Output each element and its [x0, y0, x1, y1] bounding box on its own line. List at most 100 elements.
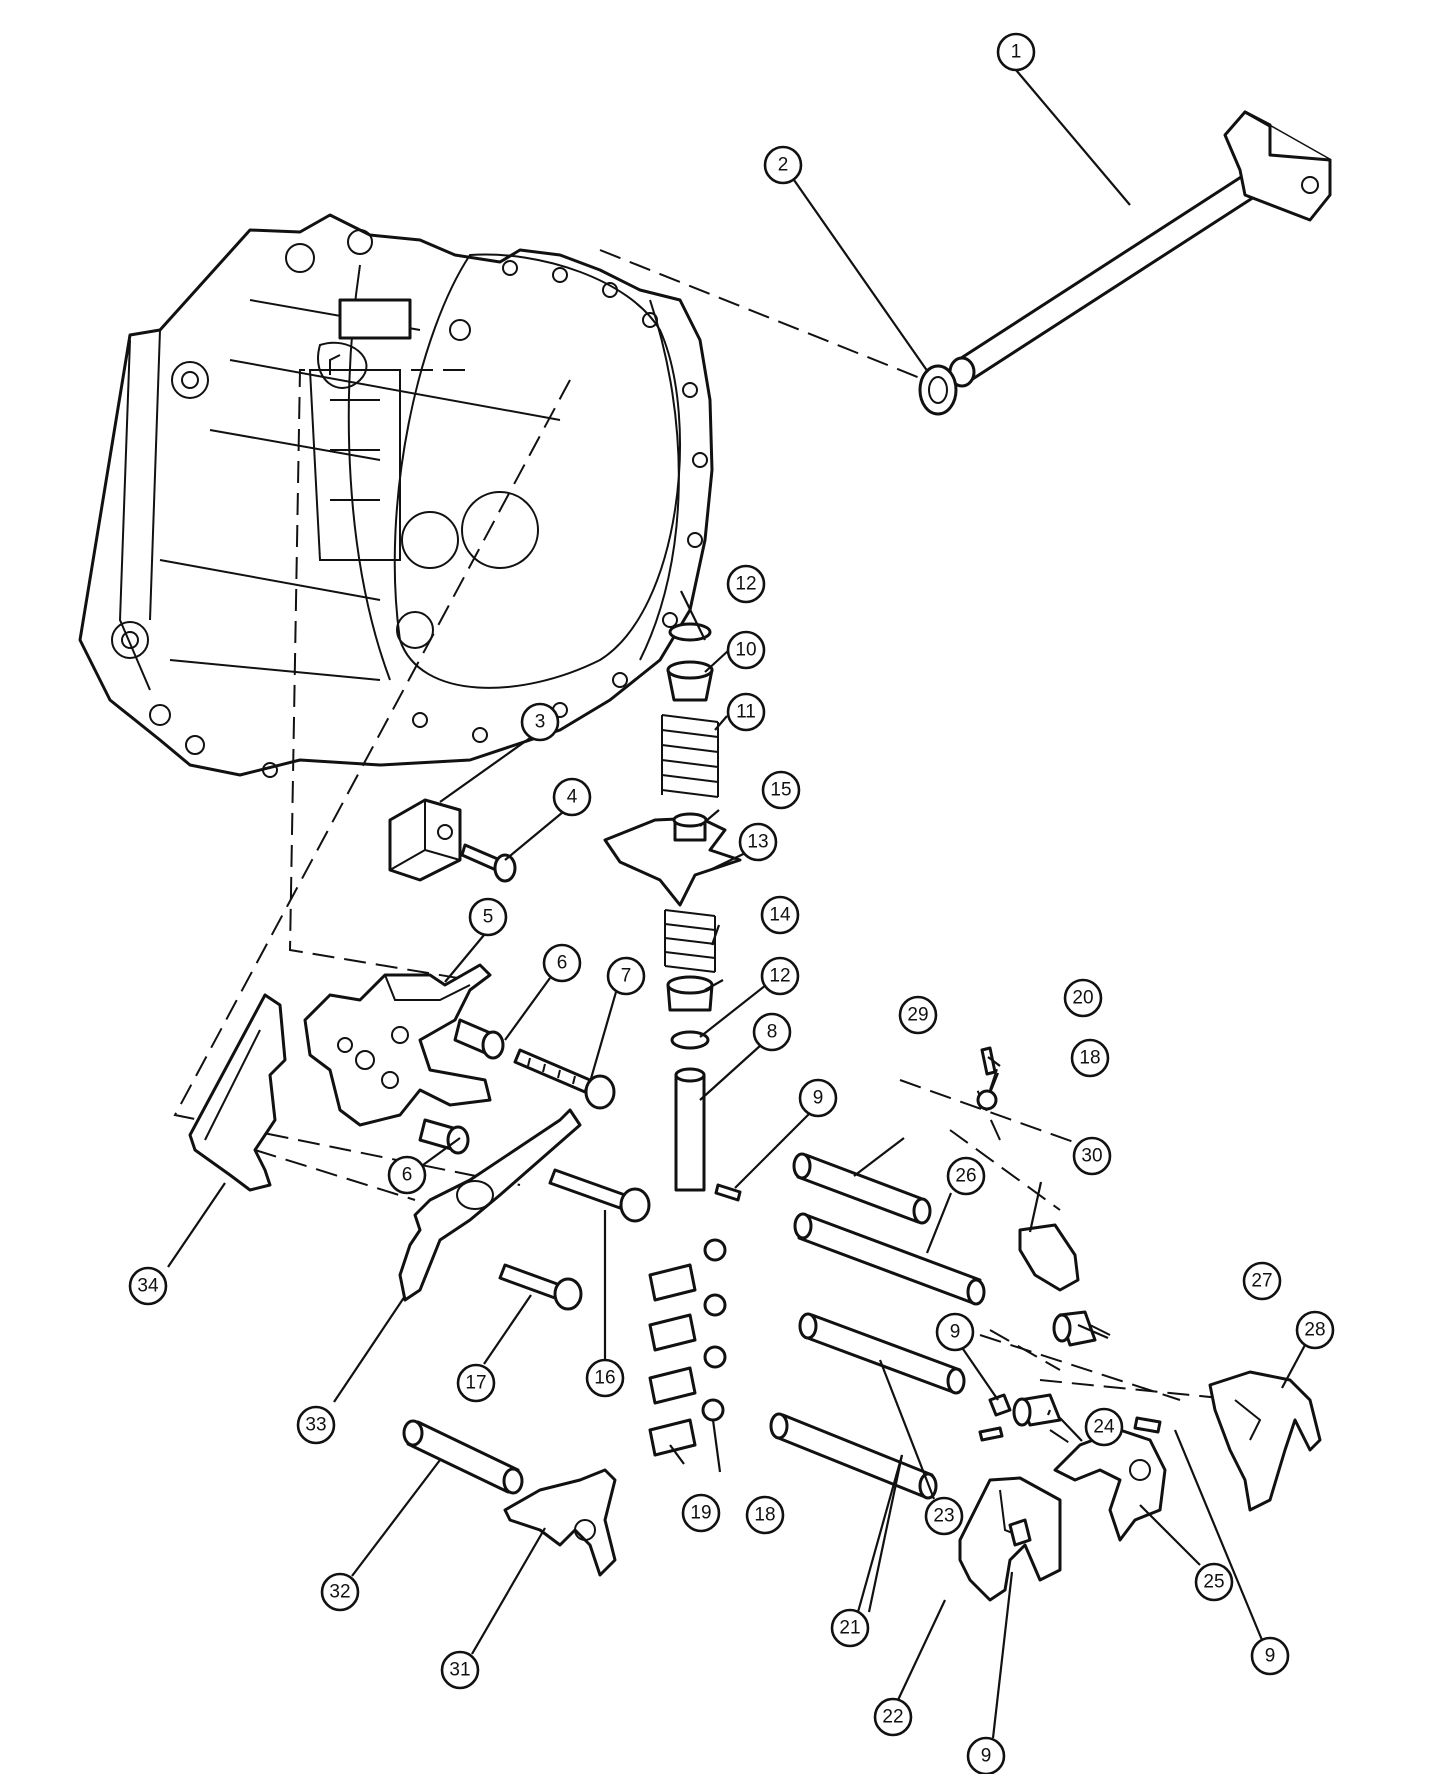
svg-text:21: 21: [839, 1618, 860, 1639]
svg-text:18: 18: [1079, 1048, 1100, 1069]
svg-text:32: 32: [329, 1582, 350, 1603]
callout-7: 7: [606, 956, 646, 996]
callout-13: 13: [738, 822, 778, 862]
svg-text:6: 6: [557, 953, 568, 974]
svg-text:8: 8: [767, 1022, 778, 1043]
callout-6-lower: 6: [387, 1155, 427, 1195]
svg-text:25: 25: [1203, 1572, 1224, 1593]
callout-28: 28: [1295, 1310, 1335, 1350]
leader-lines: [167, 69, 1306, 1739]
callout-18-upper: 18: [1070, 1038, 1110, 1078]
svg-text:3: 3: [535, 712, 546, 733]
part-15-detent-plate: [603, 812, 742, 907]
svg-text:12: 12: [735, 574, 756, 595]
part-32-rod: [402, 1419, 524, 1495]
callout-3: 3: [520, 702, 560, 742]
callout-17: 17: [456, 1363, 496, 1403]
part-9-roll-pins-mid: [978, 1393, 1162, 1442]
svg-text:2: 2: [778, 155, 789, 176]
part-11-spring: [661, 714, 719, 798]
callout-33: 33: [296, 1405, 336, 1445]
svg-text:6: 6: [402, 1165, 413, 1186]
part-18-detent-balls: [701, 1238, 727, 1422]
svg-text:28: 28: [1304, 1320, 1325, 1341]
part-27-collar: [1052, 1310, 1111, 1347]
svg-text:27: 27: [1251, 1271, 1272, 1292]
callout-20: 20: [1063, 978, 1103, 1018]
callout-19: 19: [681, 1493, 721, 1533]
svg-text:23: 23: [933, 1506, 954, 1527]
callout-6-upper: 6: [542, 943, 582, 983]
svg-text:11: 11: [736, 702, 756, 723]
svg-text:34: 34: [137, 1276, 159, 1297]
part-7-bolt: [513, 1048, 616, 1110]
callout-9-fork-right: 9: [1250, 1636, 1290, 1676]
part-2-seal: [918, 364, 958, 416]
callout-29: 29: [898, 995, 938, 1035]
part-29-rod: [792, 1152, 932, 1225]
part-16-bolt: [548, 1168, 651, 1223]
svg-text:9: 9: [950, 1322, 961, 1343]
svg-text:7: 7: [621, 966, 632, 987]
part-6-bushing-upper: [453, 1018, 505, 1060]
svg-text:24: 24: [1093, 1417, 1115, 1438]
svg-text:1: 1: [1011, 42, 1022, 63]
callout-10: 10: [726, 630, 766, 670]
part-4-bolt: [460, 843, 517, 883]
callout-31: 31: [440, 1650, 480, 1690]
part-19-detent-springs: [648, 1263, 697, 1457]
svg-text:4: 4: [567, 787, 578, 808]
callout-34: 34: [128, 1266, 168, 1306]
callout-27: 27: [1242, 1261, 1282, 1301]
part-28-fork: [1208, 1370, 1322, 1512]
callout-18-lower: 18: [745, 1495, 785, 1535]
part-20-pin: [980, 1046, 997, 1076]
callout-16: 16: [585, 1358, 625, 1398]
svg-text:14: 14: [769, 905, 791, 926]
svg-text:13: 13: [747, 832, 768, 853]
callout-30: 30: [1072, 1136, 1112, 1176]
callout-14: 14: [760, 895, 800, 935]
svg-text:30: 30: [1081, 1146, 1102, 1167]
svg-text:10: 10: [735, 640, 756, 661]
part-5-selector-housing: [303, 963, 492, 1127]
svg-text:29: 29: [907, 1005, 928, 1026]
part-18-ball-upper: [976, 1089, 998, 1111]
svg-text:12: 12: [769, 966, 790, 987]
callout-11: 11: [726, 692, 766, 732]
svg-text:15: 15: [770, 780, 791, 801]
part-34-bracket: [188, 993, 287, 1192]
svg-text:17: 17: [465, 1373, 486, 1394]
callout-9-rod: 9: [935, 1312, 975, 1352]
part-26-rod: [793, 1212, 986, 1306]
part-3-bracket: [388, 798, 462, 882]
part-6-bushing-lower: [418, 1118, 470, 1155]
part-10-cap-upper: [666, 660, 714, 702]
callout-22: 22: [873, 1697, 913, 1737]
callout-21: 21: [830, 1608, 870, 1648]
callout-2: 2: [763, 145, 803, 185]
part-30-interlock: [1018, 1223, 1080, 1292]
part-22-fork: [958, 1476, 1062, 1602]
callout-15: 15: [761, 770, 801, 810]
part-12-clip-lower: [670, 1030, 710, 1050]
svg-text:9: 9: [1265, 1646, 1276, 1667]
part-17-bolt: [498, 1263, 583, 1311]
callout-23: 23: [924, 1496, 964, 1536]
part-9-roll-pin-a: [714, 1183, 742, 1202]
part-33-lever: [398, 1108, 582, 1302]
transmission-housing: [78, 213, 714, 778]
part-1-shift-shaft: [948, 110, 1332, 388]
callout-9-pin: 9: [798, 1078, 838, 1118]
part-24-collar: [1012, 1393, 1062, 1427]
callout-12-lower: 12: [760, 956, 800, 996]
callout-1: 1: [996, 32, 1036, 72]
part-23-rod: [798, 1312, 966, 1395]
svg-text:22: 22: [882, 1707, 903, 1728]
svg-text:5: 5: [483, 907, 494, 928]
part-8-pin: [674, 1067, 706, 1192]
callout-26: 26: [946, 1156, 986, 1196]
callout-24: 24: [1084, 1407, 1124, 1447]
svg-text:19: 19: [690, 1503, 711, 1524]
